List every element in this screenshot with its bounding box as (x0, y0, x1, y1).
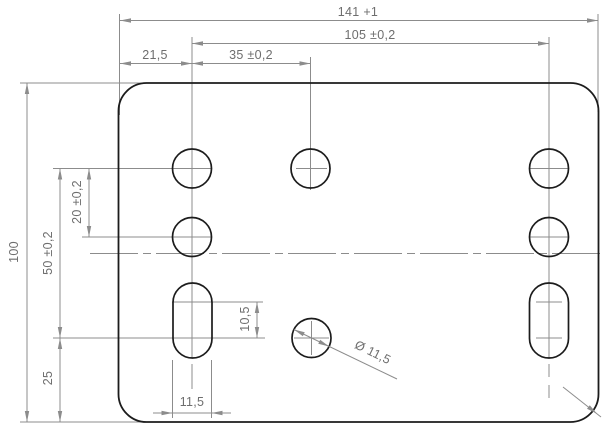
arrowhead (24, 411, 30, 422)
hole-top-left (171, 148, 213, 189)
dim-row-spacing: 20 ±0,2 (70, 168, 92, 237)
dim-label-slot-width: 11,5 (180, 395, 205, 409)
arrowhead (299, 61, 311, 66)
dim-label-bottom-row-offset: 25 (41, 371, 55, 386)
dim-bottom-row-offset: 25 (41, 338, 63, 422)
arrowhead (587, 405, 597, 414)
plate-outline (117, 82, 600, 423)
arrowhead (24, 83, 30, 94)
slot-bottom-right (528, 282, 570, 359)
dim-label-hole-columns-span: 105 ±0,2 (345, 28, 396, 42)
arrowhead (86, 226, 92, 237)
arrowhead (161, 410, 173, 416)
arrowhead (86, 168, 92, 180)
arrowhead (318, 339, 330, 347)
dim-label-overall-height: 100 (7, 241, 21, 263)
arrowhead (181, 61, 192, 66)
hole-bottom-middle (291, 317, 332, 359)
dim-hole-diameter: Ø 11,5 (293, 329, 398, 380)
arrowhead (57, 411, 63, 422)
hole-mid-right (528, 216, 570, 258)
dim-label-rows-span: 50 ±0,2 (41, 231, 55, 275)
dim-label-row-spacing: 20 ±0,2 (70, 180, 84, 224)
arrowhead (57, 327, 63, 338)
dim-label-second-column-offset: 35 ±0,2 (229, 48, 273, 62)
slot-bottom-left (172, 282, 213, 359)
hole-mid-left (171, 216, 213, 258)
arrowhead (538, 41, 549, 46)
arrowhead (293, 329, 305, 337)
dim-label-slot-arc-offset: 10,5 (238, 306, 252, 332)
arrowhead (192, 41, 203, 46)
arrowhead (254, 327, 260, 338)
arrowhead (587, 18, 598, 23)
dim-rows-span: 50 ±0,2 (41, 168, 63, 422)
extension-and-center-lines (20, 14, 605, 423)
arrowhead (57, 168, 63, 180)
hole-top-right (528, 148, 570, 189)
arrowhead (211, 410, 223, 416)
plate-geometry (117, 82, 600, 423)
hole-top-middle (290, 148, 331, 189)
corner-radius-leader (562, 386, 602, 418)
arrowhead (57, 338, 63, 349)
dim-column-offsets: 21,5 35 ±0,2 (119, 48, 311, 66)
dim-label-overall-width: 141 +1 (338, 5, 378, 19)
dim-slot-arc-offset: 10,5 (238, 302, 260, 338)
leader-line (293, 329, 398, 380)
arrowhead (120, 61, 131, 66)
dim-label-first-column-offset: 21,5 (142, 48, 168, 62)
dim-label-hole-diameter: Ø 11,5 (352, 338, 393, 367)
dim-overall-width: 141 +1 (119, 5, 598, 23)
arrowhead (120, 18, 131, 23)
arrowhead (192, 61, 203, 66)
dim-hole-columns-span: 105 ±0,2 (192, 28, 549, 46)
arrowhead (254, 302, 260, 313)
dim-slot-width: 11,5 (153, 395, 231, 416)
dim-overall-height: 100 (7, 83, 30, 422)
